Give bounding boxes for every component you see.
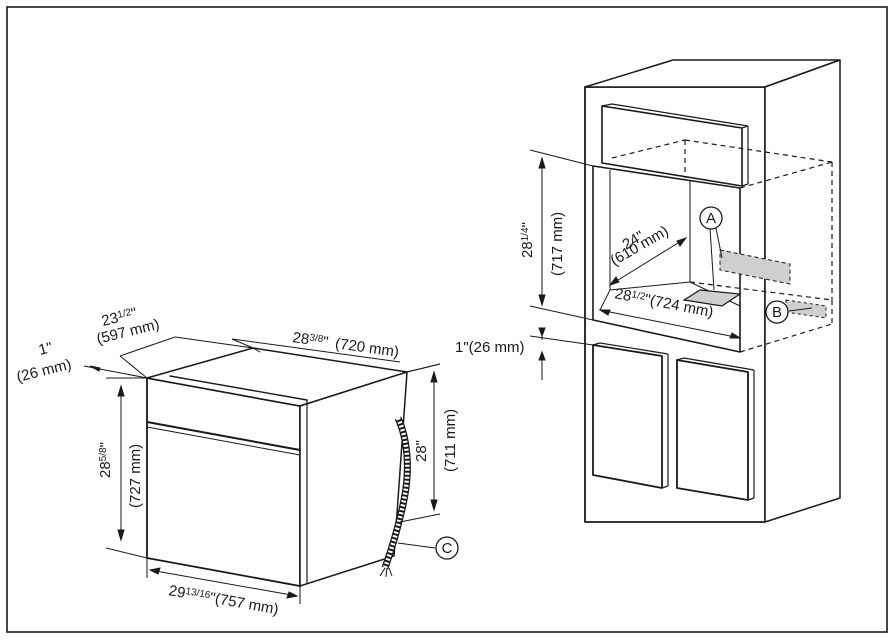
oven-drawing bbox=[146, 347, 408, 588]
svg-text:(26 mm): (26 mm) bbox=[15, 356, 73, 386]
oven-depth-front-label: 1" (26 mm) bbox=[15, 339, 73, 386]
callout-c: C bbox=[435, 536, 459, 560]
niche-height-label: 281/4" (717 mm) bbox=[519, 212, 566, 276]
svg-text:28": 28" bbox=[413, 440, 430, 462]
oven-control-strip bbox=[146, 421, 301, 451]
svg-text:1"(26 mm): 1"(26 mm) bbox=[455, 339, 525, 356]
callout-a: A bbox=[699, 206, 723, 230]
diagram-border bbox=[6, 6, 888, 633]
gap-label: 1"(26 mm) bbox=[455, 339, 525, 356]
callout-b: B bbox=[765, 300, 789, 324]
lower-door-right bbox=[676, 359, 749, 501]
svg-text:B: B bbox=[772, 304, 782, 321]
oven-front-panel bbox=[146, 376, 301, 588]
oven-width-bottom-label: 2913/16"(757 mm) bbox=[167, 582, 279, 618]
zone-a bbox=[719, 249, 791, 285]
connection-zones bbox=[682, 249, 827, 319]
svg-text:(717 mm): (717 mm) bbox=[549, 212, 566, 276]
oven-side bbox=[299, 370, 408, 588]
oven-height-back-label: 28" (711 mm) bbox=[413, 409, 459, 472]
oven-dimensions bbox=[83, 336, 441, 604]
svg-text:(727 mm): (727 mm) bbox=[127, 444, 144, 508]
lower-door-left bbox=[592, 344, 663, 489]
zone-floor bbox=[682, 289, 742, 307]
cabinet-drawing bbox=[584, 59, 841, 523]
svg-text:A: A bbox=[706, 210, 716, 227]
svg-text:285/8": 285/8" bbox=[97, 442, 114, 478]
dashed-oven-outline bbox=[611, 139, 833, 353]
power-cord bbox=[379, 416, 411, 578]
svg-text:C: C bbox=[442, 540, 453, 557]
oven-depth-body-label: 231/2" (597 mm) bbox=[95, 305, 161, 348]
svg-text:(711 mm): (711 mm) bbox=[442, 409, 459, 472]
svg-text:231/2": 231/2" bbox=[100, 305, 139, 330]
svg-text:1": 1" bbox=[37, 339, 54, 359]
svg-text:281/4": 281/4" bbox=[519, 222, 536, 258]
cabinet-side bbox=[764, 59, 841, 523]
svg-text:2913/16"(757 mm): 2913/16"(757 mm) bbox=[167, 582, 279, 618]
cabinet-dimensions bbox=[529, 149, 813, 380]
oven-height-front-label: 285/8" (727 mm) bbox=[97, 442, 144, 508]
